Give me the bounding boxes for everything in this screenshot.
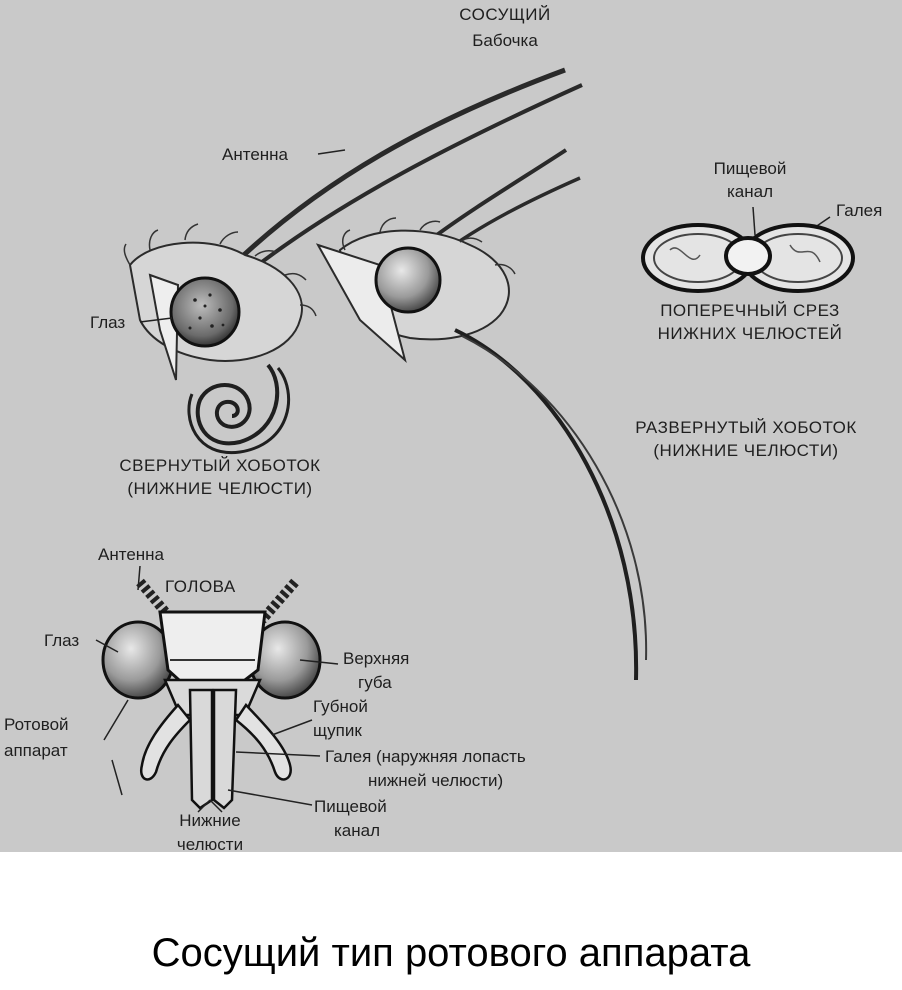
label-galea-2: нижней челюсти)	[368, 771, 504, 790]
label-head-food-canal-1: Пищевой	[314, 797, 387, 816]
right-butterfly-head	[315, 217, 648, 681]
cross-section	[641, 223, 855, 293]
label-head-antenna: Антенна	[98, 545, 165, 564]
figure-caption: Сосущий тип ротового аппарата	[151, 931, 751, 975]
diagram-figure: СОСУЩИЙ Бабочка Антенна Глаз СВЕРНУТЫЙ Х…	[0, 0, 902, 852]
left-eye	[169, 276, 241, 348]
label-uncoiled-1: РАЗВЕРНУТЫЙ ХОБОТОК	[635, 418, 857, 437]
label-coiled-1: СВЕРНУТЫЙ ХОБОТОК	[119, 456, 321, 475]
label-mouthparts-1: Ротовой	[4, 715, 69, 734]
label-cs-galea: Галея	[836, 201, 883, 220]
label-uncoiled-2: (НИЖНИЕ ЧЕЛЮСТИ)	[653, 441, 839, 460]
head-front-view	[101, 578, 322, 810]
diagram-drawing	[95, 67, 855, 813]
label-mouthparts-2: аппарат	[4, 741, 68, 760]
cross-section-food-canal	[724, 236, 772, 276]
header-title: СОСУЩИЙ	[459, 5, 551, 24]
label-cs-title-1: ПОПЕРЕЧНЫЙ СРЕЗ	[660, 301, 840, 320]
label-labial-palp-1: Губной	[313, 697, 368, 716]
left-butterfly-head	[123, 223, 317, 455]
head-leader-lines	[95, 565, 339, 813]
label-cs-food-canal-1: Пищевой	[713, 159, 787, 178]
label-maxillae-2: челюсти	[176, 835, 244, 852]
label-upper-lip-1: Верхняя	[343, 649, 410, 668]
label-antenna-top: Антенна	[222, 145, 289, 164]
label-head-food-canal-2: канал	[334, 821, 381, 840]
label-eye-top: Глаз	[90, 313, 126, 332]
right-eye	[374, 246, 442, 314]
label-maxillae-1: Нижние	[179, 811, 241, 830]
label-head: ГОЛОВА	[165, 577, 236, 596]
left-antennae	[226, 67, 583, 277]
label-galea-1: Галея (наружняя лопасть	[325, 747, 526, 766]
label-labial-palp-2: щупик	[313, 721, 362, 740]
uncoiled-proboscis	[454, 328, 639, 681]
coiled-proboscis	[195, 363, 280, 446]
label-cs-title-2: НИЖНИХ ЧЕЛЮСТЕЙ	[657, 324, 843, 343]
label-cs-food-canal-2: канал	[726, 182, 774, 201]
label-head-eye: Глаз	[44, 631, 80, 650]
label-upper-lip-2: губа	[358, 673, 392, 692]
header-subtitle: Бабочка	[472, 31, 538, 50]
label-coiled-2: (НИЖНИЕ ЧЕЛЮСТИ)	[127, 479, 313, 498]
